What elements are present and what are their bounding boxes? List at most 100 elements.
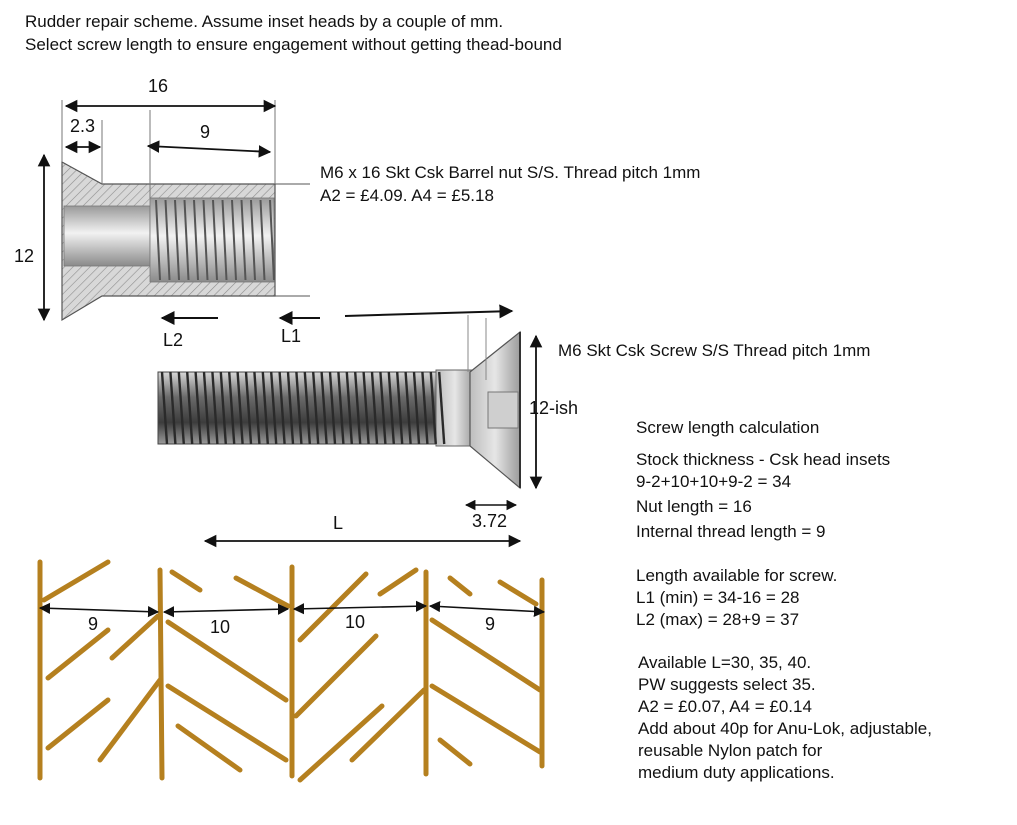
nut-thread-crest: [269, 199, 275, 281]
screw-thread-crest: [429, 371, 437, 445]
select-price: A2 = £0.07, A4 = £0.14: [638, 697, 812, 716]
screw-thread-crest: [320, 371, 328, 445]
nut-thread-crest: [250, 199, 256, 281]
wood-grain-stroke: [233, 575, 291, 609]
barrel-nut-drawing: [61, 100, 310, 322]
screw-thread-crest: [169, 371, 177, 445]
screw-thread-crest: [438, 371, 446, 445]
screw-thread-crest: [228, 371, 236, 445]
dim-l1-arrow-right: [344, 304, 514, 319]
avail-l1: L1 (min) = 34-16 = 28: [636, 588, 800, 607]
screw-thread-crest: [177, 371, 185, 445]
screw-thread-crest: [345, 371, 353, 445]
dim-layer4-arrow: [428, 600, 546, 618]
wood-grain-stroke: [377, 567, 419, 597]
nut-thread-crest: [164, 199, 171, 281]
wood-grain-stroke: [165, 683, 289, 763]
screw-l2-label: L2: [163, 330, 184, 350]
select-available: Available L=30, 35, 40.: [638, 653, 812, 672]
wood-grain-stroke: [45, 627, 111, 681]
screw-thread-crest: [370, 371, 379, 445]
wood-grain-stroke: [429, 617, 543, 693]
select-anulok-3: medium duty applications.: [638, 763, 835, 782]
layer-2-label: 10: [210, 617, 231, 637]
screw-thread-crest: [412, 371, 421, 445]
nut-height-label: 12: [14, 246, 35, 266]
dim-layer1-arrow: [38, 602, 160, 618]
wood-grain-stroke: [447, 575, 473, 597]
wood-grain-stroke: [297, 703, 385, 783]
screw-thread-crest: [186, 371, 194, 445]
screw-external-thread: [160, 371, 446, 445]
screw-thread-crest: [303, 371, 311, 445]
wood-grain-stroke: [429, 683, 543, 755]
nut-thread-crest: [183, 199, 190, 281]
wood-grain-stroke: [109, 613, 161, 661]
dim-nut-thread-arrow: [146, 140, 272, 158]
nut-thread-crest: [155, 199, 161, 281]
screw-hex-socket: [487, 391, 519, 429]
calc-title: Screw length calculation: [636, 418, 820, 437]
nut-thread-crest: [212, 199, 218, 281]
layer-3-label: 10: [345, 612, 366, 632]
screw-thread-crest: [295, 371, 303, 445]
wood-grain-stroke: [437, 737, 473, 767]
screw-thread-crest: [236, 371, 244, 445]
screw-length-label: L: [333, 513, 344, 533]
calc-line-thread: Internal thread length = 9: [636, 522, 826, 541]
wood-grain-stroke: [175, 723, 243, 773]
nut-thread-crest: [240, 199, 247, 281]
avail-title: Length available for screw.: [636, 566, 838, 585]
stock-layers-drawing: [37, 559, 545, 783]
screw-thread-crest: [379, 371, 387, 445]
screw-thread-crest: [328, 371, 337, 445]
screw-thread-crest: [160, 371, 169, 445]
nut-thread-label: 9: [200, 122, 211, 142]
screw-thread-crest: [337, 371, 345, 445]
screw-thread-crest: [194, 371, 202, 445]
stock-layer-boundary: [157, 567, 165, 781]
calc-line-nut: Nut length = 16: [636, 497, 752, 516]
header-line-1: Rudder repair scheme. Assume inset heads…: [25, 12, 504, 31]
screw-height-label: 12-ish: [529, 398, 579, 418]
layer-1-label: 9: [88, 614, 99, 634]
nut-head-label: 2.3: [70, 116, 96, 136]
screw-thread-crest: [261, 371, 269, 445]
screw-thread-crest: [278, 371, 286, 445]
screw-thread-crest: [404, 371, 412, 445]
nut-internal-thread: [155, 199, 275, 281]
nut-thread-crest: [202, 199, 209, 281]
nut-description-line-1: M6 x 16 Skt Csk Barrel nut S/S. Thread p…: [320, 163, 701, 182]
screw-thread-crest: [421, 371, 429, 445]
nut-description-line-2: A2 = £4.09. A4 = £5.18: [320, 186, 494, 205]
screw-thread-crest: [387, 371, 395, 445]
screw-thread-crest: [312, 371, 320, 445]
nut-thread-crest: [259, 199, 266, 281]
nut-thread-crest: [221, 199, 228, 281]
wood-grain-stroke: [169, 569, 203, 593]
screw-head-label: 3.72: [472, 511, 508, 531]
header-line-2: Select screw length to ensure engagement…: [25, 35, 562, 54]
screw-l1-label: L1: [281, 326, 302, 346]
calc-line-sum: 9-2+10+10+9-2 = 34: [636, 472, 792, 491]
screw-thread-crest: [286, 371, 295, 445]
nut-socket-bore: [63, 205, 151, 267]
select-anulok-2: reusable Nylon patch for: [638, 741, 823, 760]
select-anulok-1: Add about 40p for Anu-Lok, adjustable,: [638, 719, 932, 738]
screw-thread-crest: [354, 371, 362, 445]
wood-grain-stroke: [41, 559, 111, 603]
dim-layer3-arrow: [292, 600, 428, 615]
screw-thread-crest: [244, 371, 253, 445]
avail-l2: L2 (max) = 28+9 = 37: [636, 610, 800, 629]
screw-thread-crest: [253, 371, 261, 445]
calc-line-stock: Stock thickness - Csk head insets: [636, 450, 891, 469]
screw-thread-crest: [362, 371, 370, 445]
screw-thread-crest: [202, 371, 211, 445]
layer-4-label: 9: [485, 614, 496, 634]
wood-grain-stroke: [97, 677, 163, 763]
wood-grain-stroke: [497, 579, 539, 607]
screw-thread-crest: [396, 371, 404, 445]
wood-grain-stroke: [165, 619, 289, 703]
screw-thread-crest: [219, 371, 227, 445]
